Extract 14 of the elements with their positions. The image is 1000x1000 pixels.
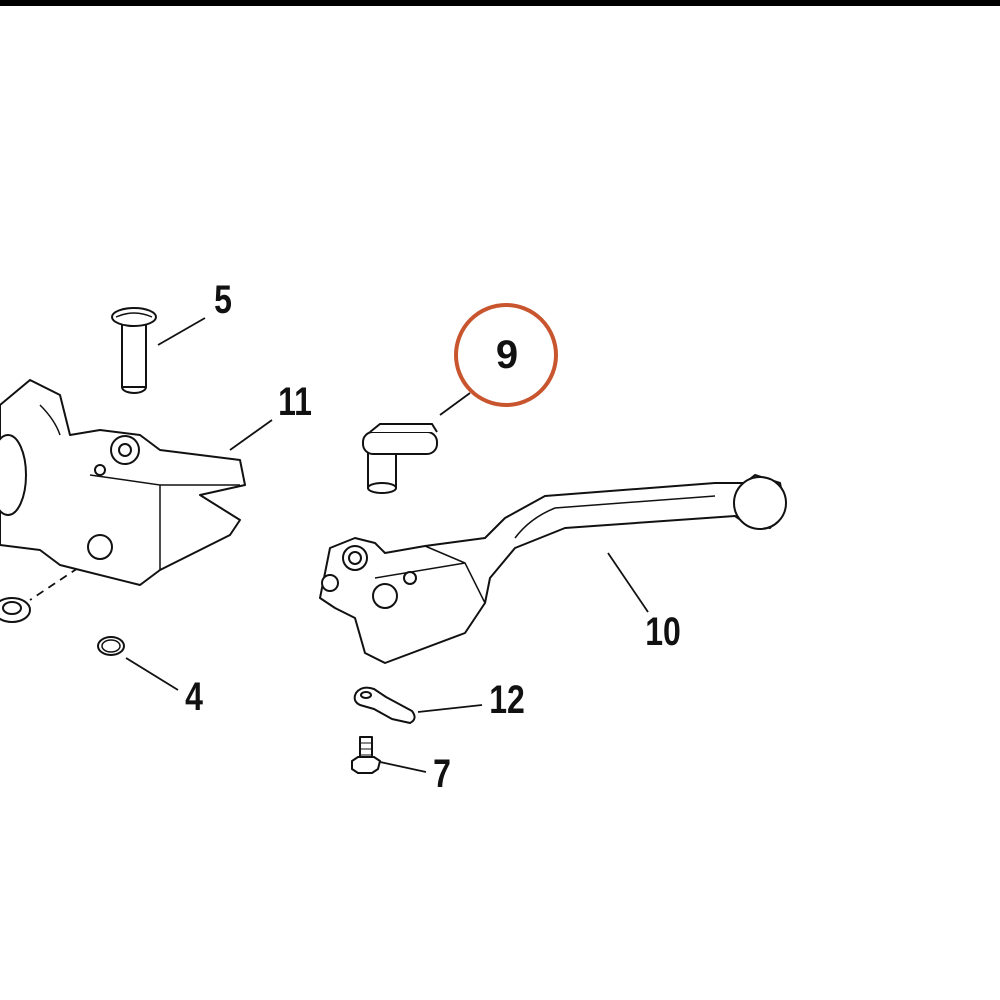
leader-line [229,419,273,451]
callout-number: 11 [275,380,315,424]
callout-number: 12 [487,678,527,722]
circled-callout-number: 9 [454,303,558,407]
leader-line [380,761,426,773]
leader-line [607,552,649,612]
leader-line [126,657,178,691]
callout-number: 10 [643,610,683,654]
leader-line [418,704,482,713]
leader-line [439,392,471,416]
callout-number: 5 [207,278,239,322]
callout-number: 4 [181,675,207,719]
callout-number: 7 [429,752,455,796]
leader-line [158,317,206,346]
